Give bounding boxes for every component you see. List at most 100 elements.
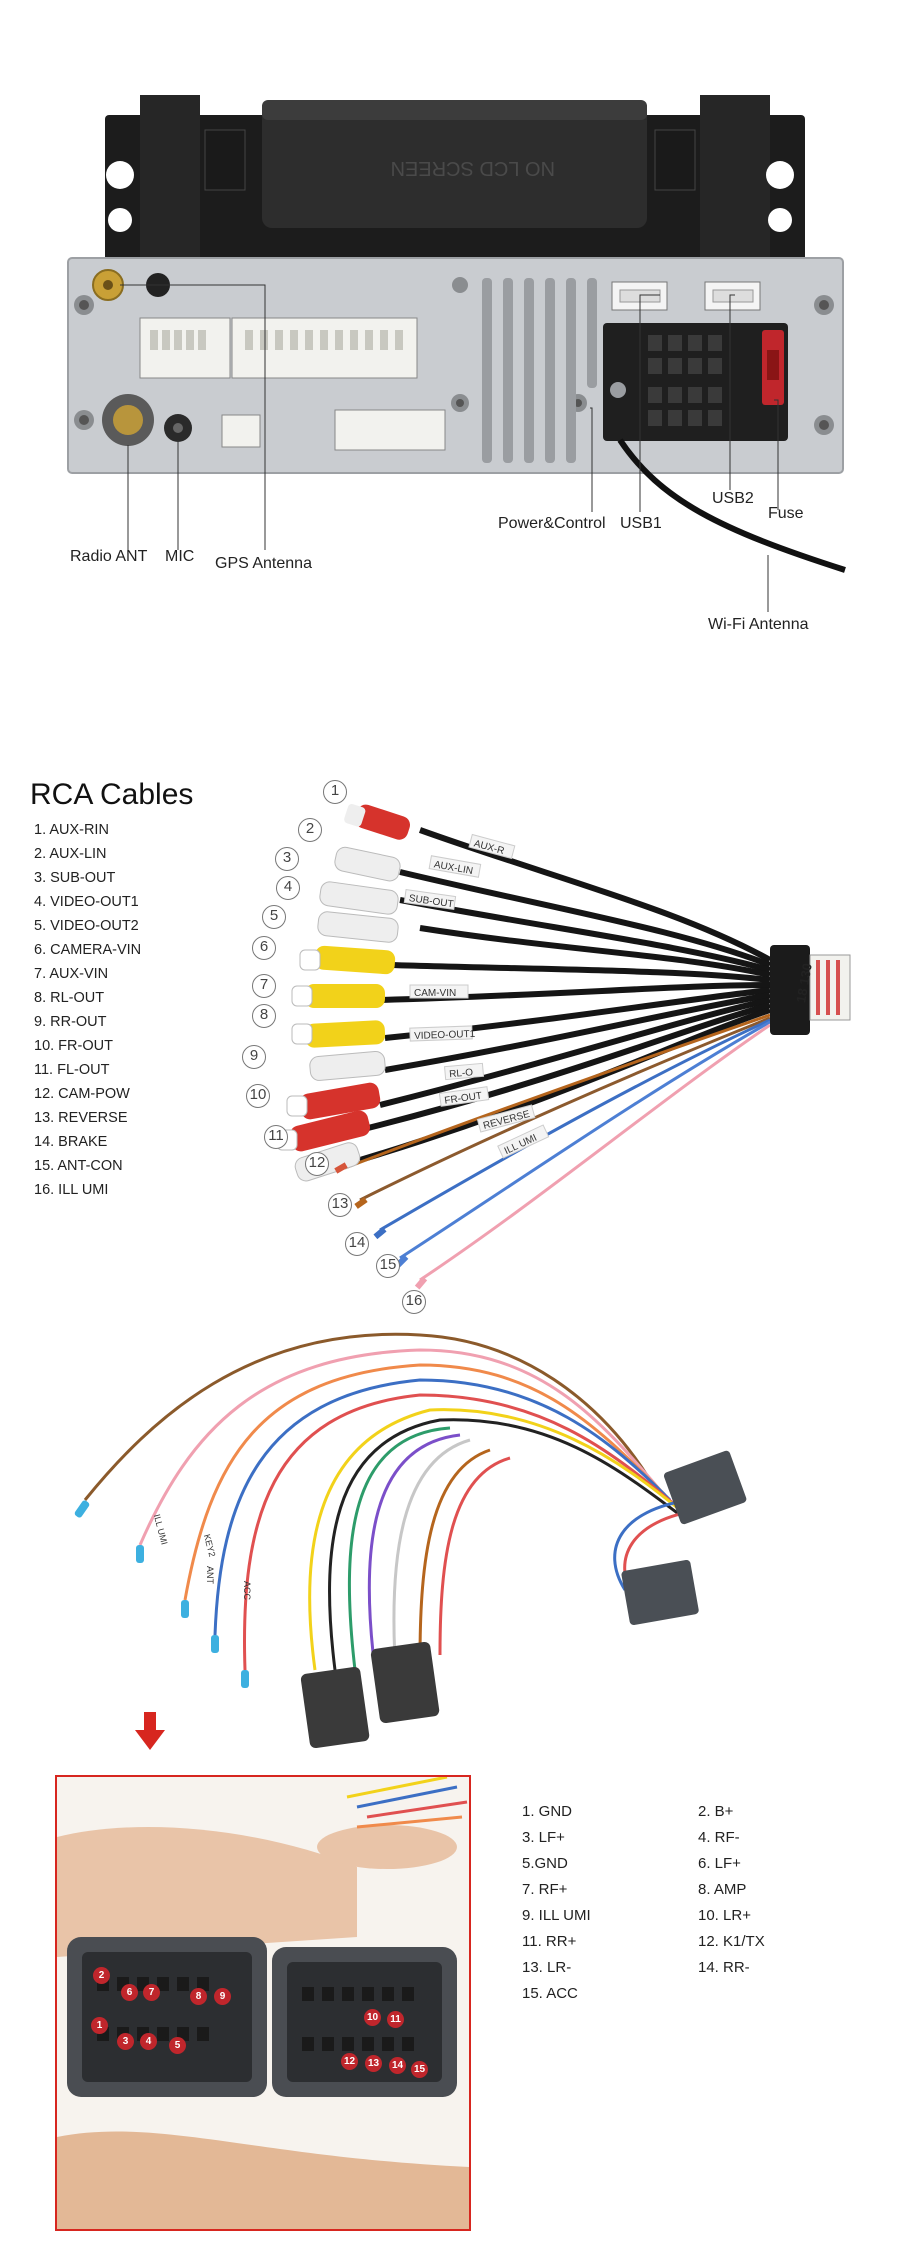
rca-plug-5 [299,945,396,975]
pin-badge-8: 8 [190,1988,207,2005]
pin-badge-11: 11 [387,2011,404,2028]
pin-badge-10: 10 [364,2009,381,2026]
screen-text: NO LCD SCREEN [391,157,555,179]
tag-ant: ANT [205,1566,215,1585]
pinout-left-column: 1. GND 3. LF+ 5.GND 7. RF+ 9. ILL UMI 11… [522,1803,591,2011]
pin-badge-5: 5 [169,2037,186,2054]
callout-12: 12 [305,1152,329,1176]
rca-plug-7 [291,1020,386,1048]
rca-plug-4 [317,911,399,943]
harness-connector-1 [300,1666,370,1749]
rca-plug-6 [291,984,385,1008]
pin-label: 4. RF- [698,1829,740,1846]
tag-rl-o: RL-O [449,1067,474,1080]
harness-tip-1 [74,1500,90,1518]
pin-badge-2: 2 [93,1967,110,1984]
pin-badge-9: 9 [214,1988,231,2005]
connector-photo-frame: 1 2 3 4 5 6 7 8 9 10 11 12 13 14 15 [55,1775,471,2231]
rca-item: 3. SUB-OUT [34,870,116,886]
head-unit-diagram: NO LCD SCREEN [67,95,846,612]
power-harness: ILL UMI KEY2 ANT ACC [74,1332,747,1749]
down-arrow-icon [135,1712,165,1750]
tag-cam-vin: CAM-VIN [414,988,456,999]
rca-item: 12. CAM-POW [34,1086,130,1102]
tag-acc: ACC [242,1581,252,1601]
callout-11: 11 [264,1125,288,1149]
pin-label: 3. LF+ [522,1829,565,1846]
callout-3: 3 [275,847,299,871]
mic-label: MIC [165,548,195,565]
pin-badge-3: 3 [117,2033,134,2050]
callout-9: 9 [242,1045,266,1069]
harness-connector-3 [664,1450,747,1525]
rca-item: 4. VIDEO-OUT1 [34,894,139,910]
wire-tip-12 [334,1162,348,1174]
pin-label: 5.GND [522,1855,568,1872]
callout-13: 13 [328,1193,352,1217]
harness-connector-4 [621,1559,699,1626]
screen-housing [262,100,647,228]
callout-16: 16 [402,1290,426,1314]
pin-label: 9. ILL UMI [522,1907,591,1924]
pin-badge-7: 7 [143,1984,160,2001]
pin-badge-12: 12 [341,2053,358,2070]
pin-badge-15: 15 [411,2061,428,2078]
pin-label: 13. LR- [522,1959,572,1976]
callout-1: 1 [323,780,347,804]
rca-item: 1. AUX-RIN [34,822,109,838]
usb1-label: USB1 [620,515,662,532]
wide-connector [334,409,446,451]
callout-5: 5 [262,905,286,929]
rca-item: 2. AUX-LIN [34,846,107,862]
pin-label: 1. GND [522,1803,573,1820]
rca-list: 1. AUX-RIN 2. AUX-LIN 3. SUB-OUT 4. VIDE… [34,818,141,1202]
pin-label: 2. B+ [698,1803,734,1820]
rca-item: 16. ILL UMI [34,1182,109,1198]
rca-item: 14. BRAKE [34,1134,108,1150]
callout-2: 2 [298,818,322,842]
rca-plug-9 [286,1082,381,1120]
rca-item: 9. RR-OUT [34,1014,107,1030]
callout-15: 15 [376,1254,400,1278]
harness-tip-2 [136,1545,144,1563]
wire-tip-16 [414,1276,428,1290]
pin-label: 7. RF+ [522,1881,568,1898]
pin-label: 8. AMP [698,1881,747,1898]
pin-badge-13: 13 [365,2055,382,2072]
harness-tip-3 [181,1600,189,1618]
rca-plug-3 [319,881,399,915]
tag-ill-umi-harness: ILL UMI [152,1513,170,1546]
pin-badge-6: 6 [121,1984,138,2001]
harness-tip-5 [241,1670,249,1688]
fuse-label: Fuse [768,505,804,522]
rca-item: 7. AUX-VIN [34,966,109,982]
harness-tip-4 [211,1635,219,1653]
rca-item: 8. RL-OUT [34,990,105,1006]
callout-7: 7 [252,974,276,998]
small-connector [221,414,261,448]
pin-label: 10. LR+ [698,1907,751,1924]
wire-tip-14 [373,1226,387,1240]
rca-plug-1 [344,803,410,840]
pin-label: 14. RR- [698,1959,750,1976]
rear-panel [67,257,846,573]
pin-label: 12. K1/TX [698,1933,765,1950]
bundle-tag: 18 130 [793,962,815,1004]
pinout-right-column: 2. B+ 4. RF- 6. LF+ 8. AMP 10. LR+ 12. K… [698,1803,765,1985]
gps-antenna-label: GPS Antenna [215,555,312,572]
pin-badge-1: 1 [91,2017,108,2034]
rca-plug-2 [334,846,401,882]
rca-cable-bundle: 18 130 AUX-R AUX-LIN SUB-OUT CAM-VIN VID… [276,803,851,1290]
rear-bracket [105,95,805,265]
rca-item: 5. VIDEO-OUT2 [34,918,139,934]
wifi-antenna-label: Wi-Fi Antenna [708,616,809,633]
power-control-label: Power&Control [498,515,606,532]
pin-label: 15. ACC [522,1985,578,2002]
rca-item: 10. FR-OUT [34,1038,113,1054]
pin-label: 6. LF+ [698,1855,741,1872]
connector-photo [57,1777,469,2229]
wire-tip-13 [354,1197,368,1209]
rca-item: 11. FL-OUT [34,1062,110,1078]
tag-key2: KEY2 [202,1533,218,1558]
tag-video-out1: VIDEO-OUT1 [414,1029,476,1042]
